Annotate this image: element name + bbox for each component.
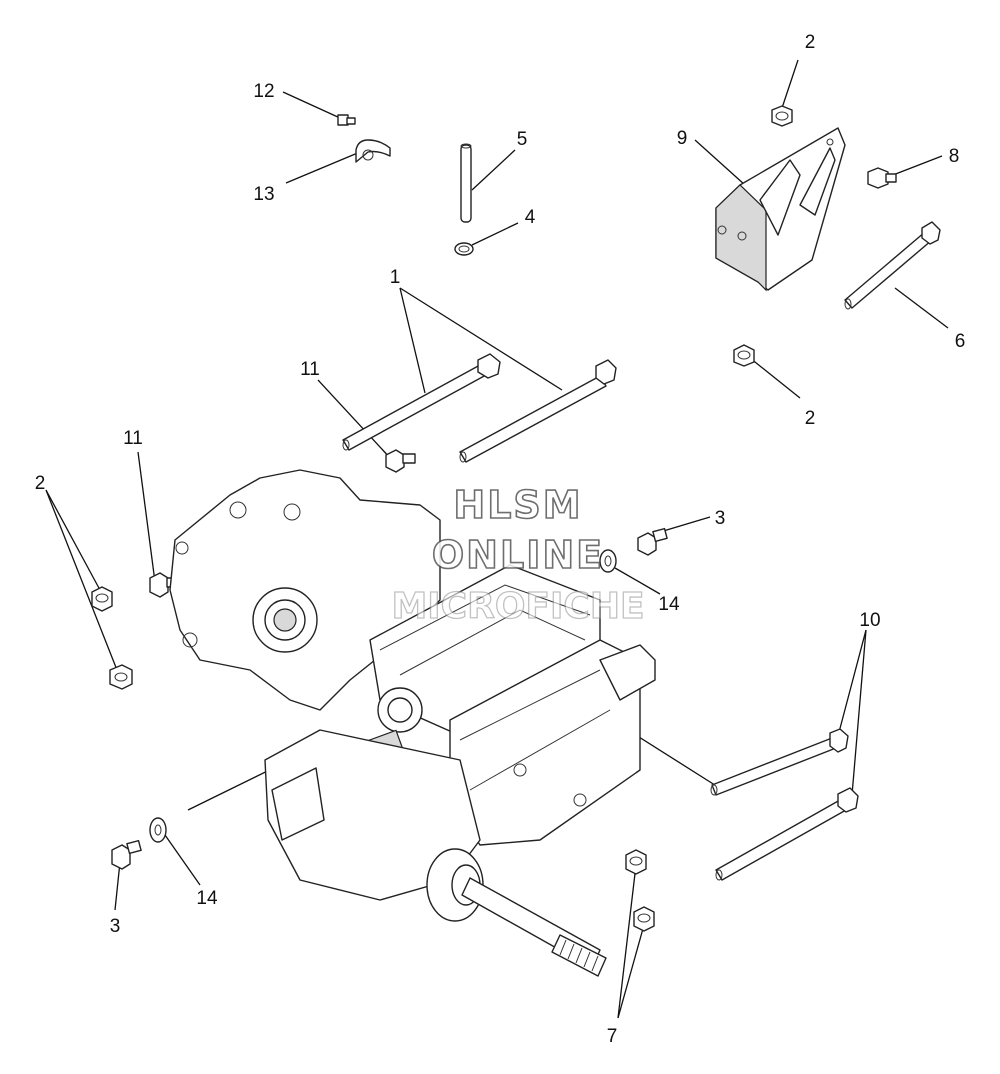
bolt-icon (867, 167, 897, 189)
washer-icon (599, 549, 617, 573)
long-bolt-icon (710, 728, 849, 796)
callout-label: 13 (253, 184, 274, 205)
callout-label: 12 (253, 81, 274, 102)
callout-label: 9 (677, 128, 688, 149)
callout-label: 3 (110, 916, 121, 937)
callout-label: 5 (517, 129, 528, 150)
callout-label: 4 (525, 207, 536, 228)
callout-label: 7 (607, 1026, 618, 1047)
callout-label: 14 (658, 594, 680, 615)
mounting-bracket-icon (715, 127, 846, 292)
flange-nut-icon (771, 105, 793, 127)
long-bolt-icon (715, 787, 859, 881)
clip-icon (454, 242, 474, 256)
washer-icon (149, 817, 167, 843)
bolt-icon (385, 449, 416, 473)
dowel-pin-icon (460, 143, 472, 223)
callout-label: 2 (805, 32, 816, 53)
flange-nut-icon (733, 344, 755, 367)
flange-nut-icon (91, 586, 113, 612)
callout-label: 2 (805, 408, 816, 429)
callout-label: 11 (300, 359, 320, 380)
watermark: HLSM ONLINE MICROFICHE (391, 482, 645, 627)
long-bolt-icon (844, 221, 941, 310)
callout-label: 6 (955, 331, 966, 352)
long-through-bolt-icon (342, 353, 501, 451)
flange-nut-icon (109, 664, 133, 690)
long-through-bolt-icon (459, 359, 617, 463)
watermark-line-2: ONLINE (432, 533, 604, 577)
callout-label: 3 (715, 508, 726, 529)
callout-label: 14 (196, 888, 218, 909)
flange-nut-icon (633, 906, 655, 932)
watermark-line-3: MICROFICHE (391, 586, 644, 627)
callout-label: 10 (859, 610, 880, 631)
p-clamp-icon (355, 139, 391, 163)
transmission-housing-icon (169, 469, 656, 977)
flange-nut-icon (625, 849, 647, 875)
callout-label: 2 (35, 473, 46, 494)
callout-label: 8 (949, 146, 960, 167)
leader-lines (45, 59, 949, 1019)
watermark-line-1: HLSM (453, 483, 582, 527)
callout-labels: 2 12 5 9 8 13 4 1 6 11 2 11 2 3 14 10 14… (35, 32, 966, 1047)
callout-label: 1 (390, 267, 401, 288)
callout-label: 11 (123, 428, 143, 449)
bolt-icon (111, 839, 142, 870)
bolt-icon (637, 527, 668, 556)
small-bolt-icon (337, 114, 356, 126)
